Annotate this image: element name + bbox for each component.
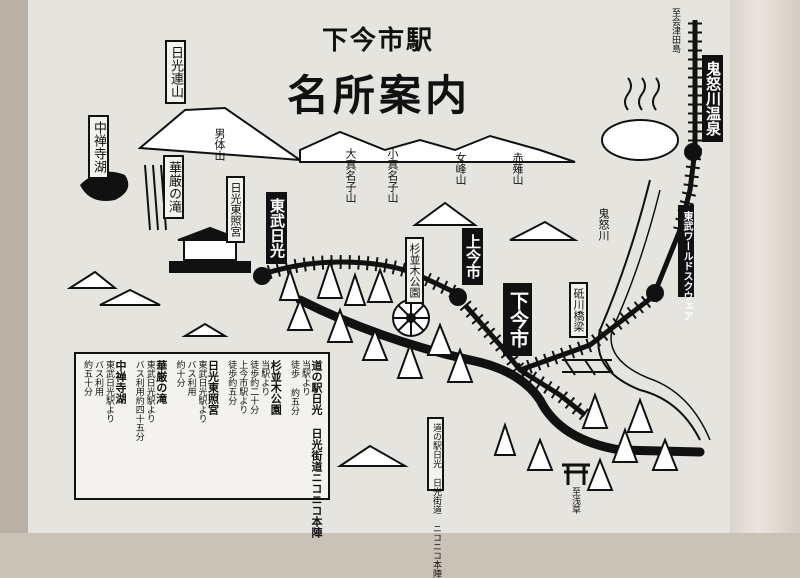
legend-column: 中禅寺湖 東武日光駅より バス利用 約五十分: [82, 360, 127, 423]
label-omanago: 大真名子山: [344, 148, 357, 203]
label-to-asakusa: 至浅草: [570, 487, 580, 514]
station-shimoimaichi: 下今市: [503, 283, 532, 356]
label-to-aizu: 至会津田島: [670, 8, 680, 53]
legend-column: 華厳の滝 東武日光駅より バス利用約四十五分: [133, 360, 168, 441]
honjin-gate-icon: [562, 463, 590, 485]
label-akanagi: 赤薙山: [511, 152, 524, 185]
station-tobu-world-square: 東武ワールドスクウェア: [678, 205, 694, 321]
map-drawing: [66, 20, 711, 491]
label-nyohosan: 女峰山: [454, 152, 467, 185]
forest-icon: [278, 258, 679, 491]
road-line: [295, 295, 705, 457]
right-frame: [730, 0, 800, 533]
access-legend: 道の駅日光 日光街道ニコニコ本陣 当駅より 徒歩 約五分 杉並木公園 当駅より …: [74, 352, 330, 538]
label-nantaisan: 男体山: [213, 128, 226, 161]
label-nikko-renzan: 日光連山: [165, 40, 186, 104]
legend-column: 杉並木公園 当駅より 徒歩約二十分 上今市駅より 徒歩約五分: [226, 360, 283, 415]
bridge-icon: [562, 359, 614, 376]
station-tobu-nikko: 東武日光: [266, 192, 287, 264]
mountain-range-icon: [66, 106, 579, 467]
lake-chuzenji-icon: [80, 171, 129, 201]
label-honjin: 道の駅日光 日光街道 ニコニコ本陣: [427, 417, 444, 578]
railway-lines: [257, 20, 702, 421]
label-komanago: 小真名子山: [386, 148, 399, 203]
water-wheel-icon: [392, 299, 430, 337]
title-station: 下今市駅: [322, 26, 435, 56]
legend-column: 日光東照宮 東武日光駅より バス利用 約十分: [174, 360, 220, 423]
label-kegon-taki: 華厳の滝: [163, 155, 184, 219]
label-nikko-toshogu: 日光東照宮: [226, 176, 245, 243]
label-sugi-namiki: 杉並木公園: [405, 237, 424, 304]
kinugawa-river-line: [597, 179, 701, 441]
shrine-icon: [169, 226, 251, 273]
onsen-icon: [601, 77, 679, 161]
legend-column: 道の駅日光 日光街道ニコニコ本陣 当駅より 徒歩 約五分: [289, 360, 323, 538]
label-kinugawa-river: 鬼怒川: [597, 208, 610, 241]
station-dots: [253, 143, 702, 306]
left-frame: [0, 0, 28, 533]
label-chuzenji-ko: 中禅寺湖: [88, 115, 109, 179]
label-togawa-bridge: 砥川橋梁: [569, 282, 588, 338]
title-main: 名所案内: [287, 71, 472, 120]
station-kamiimaichi: 上今市: [462, 228, 483, 285]
station-kinugawa-onsen: 鬼怒川温泉: [702, 55, 723, 142]
